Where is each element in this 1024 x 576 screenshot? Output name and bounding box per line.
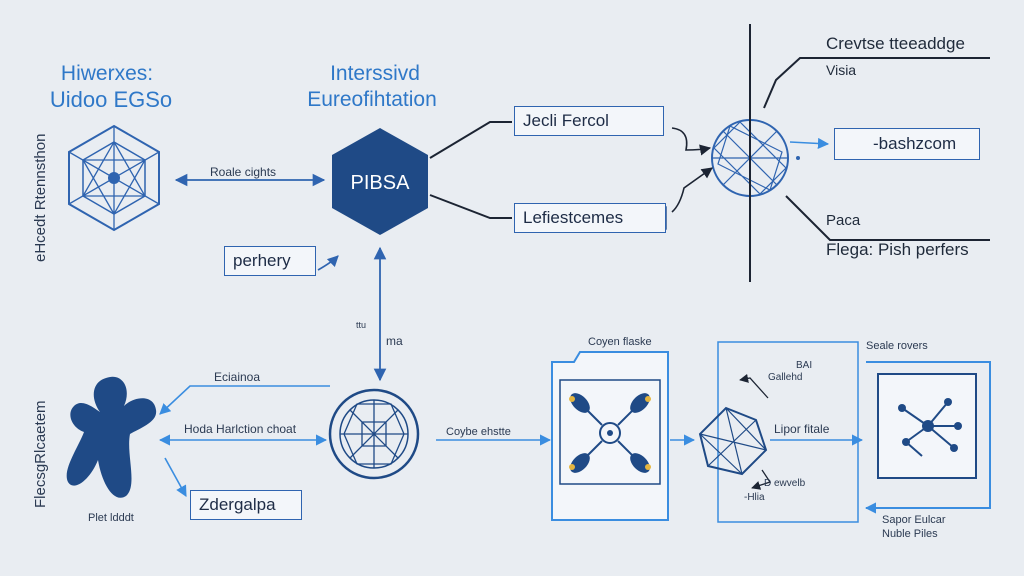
right-label-visia: Visia bbox=[826, 62, 857, 78]
geodesic-node-icon bbox=[698, 406, 768, 476]
network-icon bbox=[898, 398, 962, 457]
vertical-arrow-small-label: ttu bbox=[356, 320, 367, 330]
right-label-top: Crevtse tteeaddge bbox=[826, 34, 965, 53]
lefiest-box-label: Lefiestcemes bbox=[523, 208, 624, 227]
vertical-arrow-label: ma bbox=[386, 334, 403, 348]
geodesic-circle-icon[interactable] bbox=[328, 388, 420, 480]
left-arrow-label: Roale cights bbox=[210, 165, 277, 179]
left-bottom-vertical-label: FlecsgRlcaetem bbox=[32, 400, 49, 508]
panel-label-gallehd: Gallehd bbox=[768, 372, 803, 383]
arrow-label-hoda: Hoda Harlction choat bbox=[184, 422, 297, 436]
pibsa-label: PIBSA bbox=[350, 172, 410, 194]
arrow-label-coybe: Coybe ehstte bbox=[446, 426, 511, 438]
pibsa-hexagon[interactable] bbox=[332, 128, 428, 235]
panel-title-coyen: Coyen flaske bbox=[588, 336, 652, 348]
perhery-box[interactable]: perhery bbox=[224, 246, 316, 276]
jecli-box-label: Jecli Fercol bbox=[523, 111, 609, 130]
bashzcom-box-label: -bashzcom bbox=[873, 134, 957, 153]
center-title-line1: Interssivd bbox=[330, 62, 420, 85]
bottom-label-hlia: -Hlia bbox=[744, 492, 765, 503]
left-top-vertical-label: eHcedt Rtennsthon bbox=[32, 133, 49, 262]
zdergalpa-box[interactable]: Zdergalpa bbox=[190, 490, 302, 520]
arrow-label-eciainoa: Eciainoa bbox=[214, 370, 261, 384]
panel-label-bai: BAI bbox=[796, 360, 813, 371]
footer-line1: Sapor Eulcar bbox=[882, 514, 946, 526]
bottom-label-dewvelb: D ewvelb bbox=[764, 478, 806, 489]
figure-caption: Plet ldddt bbox=[88, 512, 134, 524]
center-title-line2: Eureofihtation bbox=[307, 88, 437, 111]
right-label-paca: Paca bbox=[826, 212, 861, 229]
right-panel[interactable] bbox=[717, 341, 859, 523]
footer-line2: Nuble Piles bbox=[882, 528, 938, 540]
right-label-flega: Flega: Pish perfers bbox=[826, 240, 969, 259]
jecli-box[interactable]: Jecli Fercol bbox=[514, 106, 664, 136]
bashzcom-box[interactable]: -bashzcom bbox=[834, 128, 980, 160]
left-title-line1: Hiwerxes: bbox=[60, 62, 154, 85]
arrow-label-lipor: Lipor fitale bbox=[774, 422, 830, 436]
person-figure-icon bbox=[66, 376, 157, 498]
corner-label-seale: Seale rovers bbox=[866, 340, 928, 352]
geodesic-hexagon-icon bbox=[68, 124, 160, 232]
lefiest-box[interactable]: Lefiestcemes bbox=[514, 203, 666, 233]
cluster-icon bbox=[569, 393, 651, 473]
left-title-line2: Uidoo EGSo bbox=[49, 87, 173, 112]
